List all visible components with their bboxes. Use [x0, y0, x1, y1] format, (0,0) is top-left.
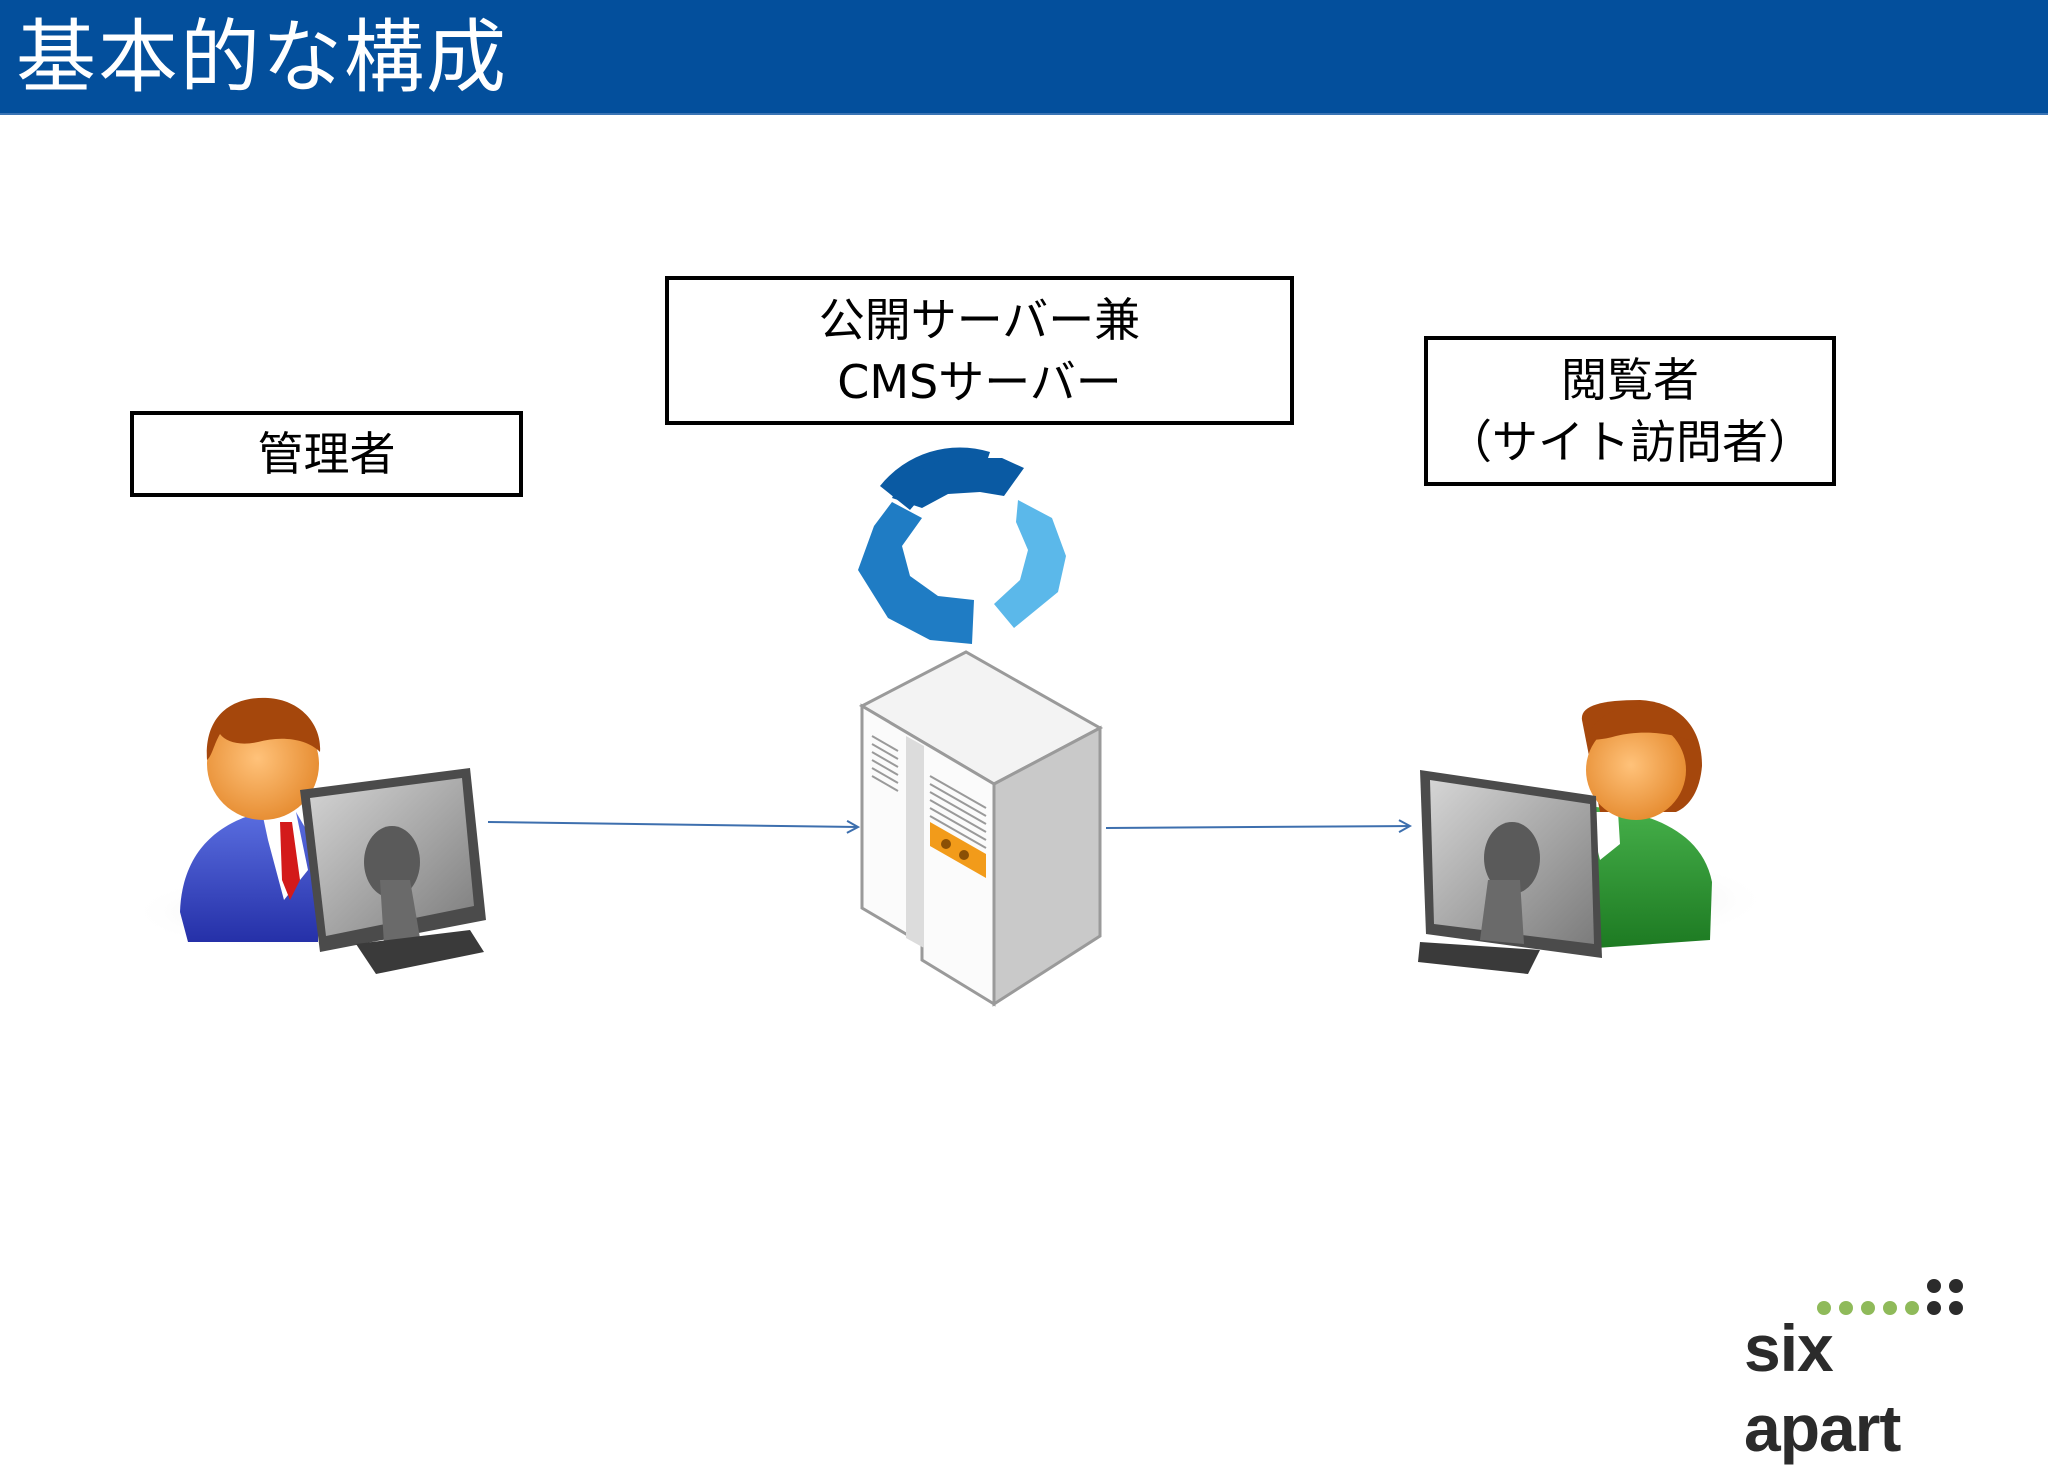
title-bar: 基本的な構成: [0, 0, 2048, 115]
movable-type-logo-icon: [858, 447, 1066, 644]
arrow-admin-to-server: [487, 822, 858, 827]
server-tower-icon: [858, 650, 1104, 1007]
slide-title: 基本的な構成: [16, 11, 508, 104]
arrow-server-to-viewer: [1105, 826, 1410, 828]
server-label-line2: CMSサーバー: [837, 354, 1122, 409]
admin-label-box: 管理者: [130, 411, 523, 497]
viewer-label-line2: （サイト訪問者）: [1446, 415, 1814, 469]
server-label-box: 公開サーバー兼 CMSサーバー: [665, 276, 1294, 425]
six-apart-dots-icon: [1817, 1279, 1963, 1315]
viewer-label-box: 閲覧者 （サイト訪問者）: [1424, 336, 1836, 486]
six-apart-wordmark: six apart: [1744, 1311, 1901, 1465]
diagram-canvas: [130, 447, 1770, 1007]
admin-at-computer-icon: [130, 697, 486, 974]
viewer-label-line1: 閲覧者: [1561, 353, 1699, 407]
server-label-line1: 公開サーバー兼: [818, 292, 1141, 347]
six-apart-logo: six apart: [1738, 1268, 1998, 1465]
viewer-at-computer-icon: [1418, 700, 1770, 974]
admin-label: 管理者: [257, 427, 396, 481]
